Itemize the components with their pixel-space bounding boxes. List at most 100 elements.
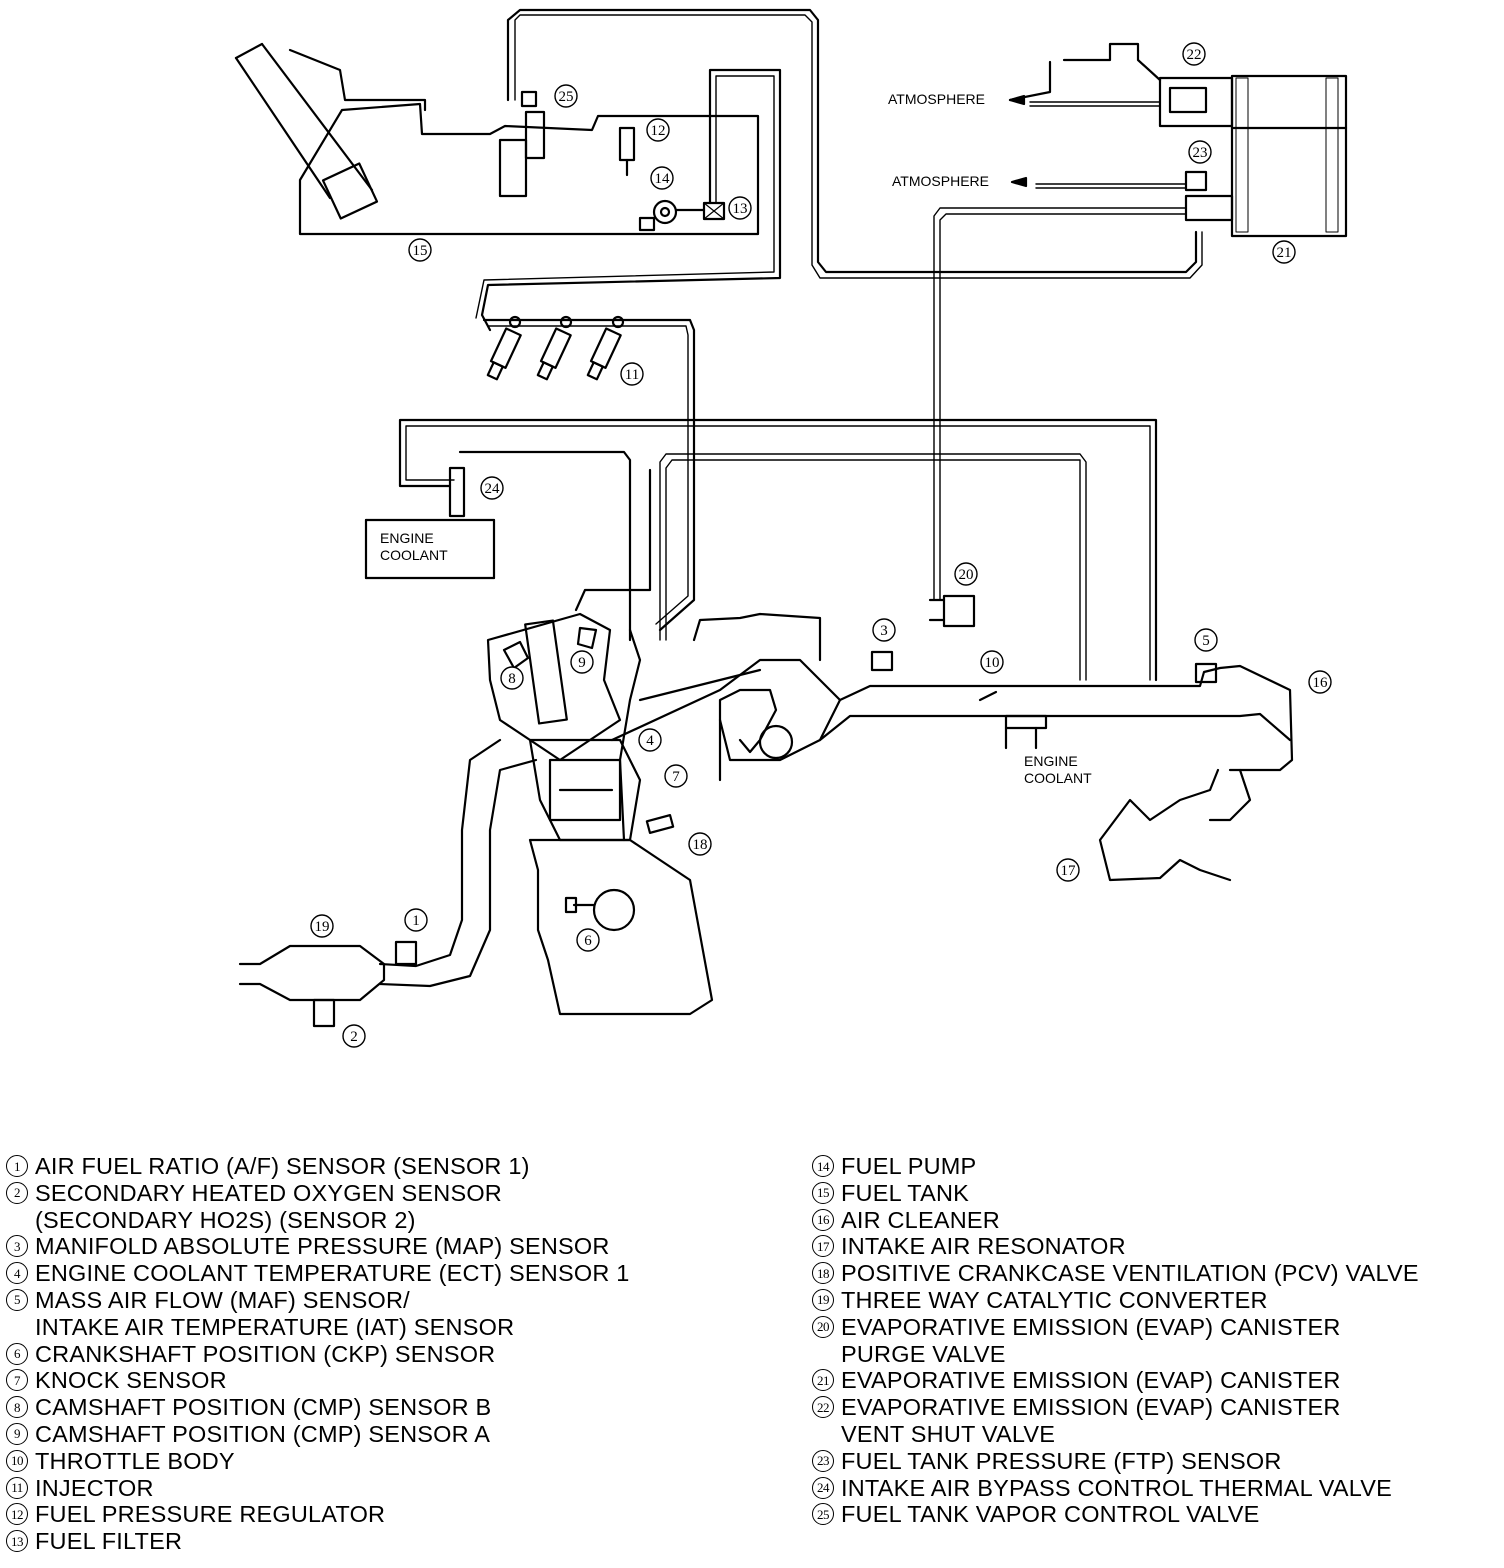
coolant-right-line2: COOLANT [1024,770,1092,786]
intake-duct [818,650,1294,882]
legend-item-text: MASS AIR FLOW (MAF) SENSOR/ [35,1286,410,1313]
callout-number: 14 [655,171,671,187]
legend-item-text: INTAKE AIR RESONATOR [841,1233,1126,1260]
callout-number: 5 [1202,633,1210,649]
evap-canister [933,42,1348,601]
legend-item-text: CRANKSHAFT POSITION (CKP) SENSOR [35,1340,496,1367]
legend-item-6: 6 CRANKSHAFT POSITION (CKP) SENSOR [6,1341,806,1368]
legend-item-text: AIR FUEL RATIO (A/F) SENSOR (SENSOR 1) [35,1153,530,1179]
callout-number: 3 [880,623,888,639]
callout-number: 21 [1277,245,1292,261]
engine-block [486,612,714,1016]
callout-number: 17 [1061,863,1077,879]
callout-11: 11 [620,362,644,386]
legend-item-text: FUEL FILTER [35,1528,183,1555]
callout-number: 24 [485,481,501,497]
legend-item-text: PURGE VALVE [841,1340,1006,1367]
legend-item-text: POSITIVE CRANKCASE VENTILATION (PCV) VAL… [841,1260,1419,1287]
bypass-lines [398,418,1158,682]
legend-item-18: 18 POSITIVE CRANKCASE VENTILATION (PCV) V… [812,1260,1502,1287]
callout-24: 24 [480,476,504,500]
legend-item-text: EVAPORATIVE EMISSION (EVAP) CANISTER [841,1313,1341,1340]
legend-item-text: ENGINE COOLANT TEMPERATURE (ECT) SENSOR … [35,1260,630,1287]
callout-circle [954,562,978,586]
legend-number-marker: 21 [812,1369,834,1392]
legend-number-marker: 5 [6,1288,28,1311]
callout-22: 22 [1182,42,1206,66]
callout-1: 1 [404,908,428,932]
legend-number-marker: 15 [812,1181,834,1204]
legend-number-marker: 9 [6,1422,28,1445]
callout-19: 19 [310,914,334,938]
callout-circle [688,832,712,856]
purge-valve [942,594,976,628]
callout-number: 2 [350,1029,358,1045]
exhaust [238,738,538,1028]
callout-25: 25 [554,84,578,108]
callout-number: 10 [985,655,1000,671]
callout-circle [1182,42,1206,66]
intake-manifold [610,612,842,842]
callout-circle [342,1024,366,1048]
callout-circle [1056,858,1080,882]
callout-23: 23 [1188,140,1212,164]
callout-number: 18 [693,837,708,853]
callout-number: 15 [413,243,428,259]
callout-number: 9 [578,655,586,671]
callout-5: 5 [1194,628,1218,652]
callout-number: 25 [559,89,574,105]
callout-6: 6 [576,928,600,952]
callout-circle [650,166,674,190]
callout-number: 23 [1193,145,1208,161]
legend-item-text: MANIFOLD ABSOLUTE PRESSURE (MAP) SENSOR [35,1233,610,1260]
callout-17: 17 [1056,858,1080,882]
callout-10: 10 [980,650,1004,674]
legend-item-text: KNOCK SENSOR [35,1367,227,1394]
callout-7: 7 [664,764,688,788]
callout-number: 6 [584,933,592,949]
legend-number-marker: 20 [812,1315,834,1338]
callout-circle [1308,670,1332,694]
legend-number-marker: 22 [812,1396,834,1419]
legend-item-21: 21 EVAPORATIVE EMISSION (EVAP) CANISTER [812,1367,1502,1394]
coolant-left-line2: COOLANT [380,547,448,563]
legend-item-text: INTAKE AIR BYPASS CONTROL THERMAL VALVE [841,1474,1393,1501]
legend-item-text: FUEL TANK [841,1179,970,1206]
callout-circle [664,764,688,788]
legend-item-text: SECONDARY HEATED OXYGEN SENSOR [35,1179,502,1206]
atmosphere-label-top: ATMOSPHERE [888,91,985,107]
callout-circle [646,118,670,142]
callout-number: 22 [1187,47,1202,63]
callout-number: 4 [646,733,654,749]
callout-circle [570,650,594,674]
legend-number-marker: 8 [6,1396,28,1419]
legend-item-text: EVAPORATIVE EMISSION (EVAP) CANISTER [841,1367,1341,1394]
callout-21: 21 [1272,240,1296,264]
legend-number-marker: 18 [812,1262,834,1285]
legend-number-marker: 6 [6,1342,28,1365]
callout-15: 15 [408,238,432,262]
callout-number: 12 [651,123,666,139]
legend-item-text: EVAPORATIVE EMISSION (EVAP) CANISTER [841,1394,1341,1421]
legend-item-text: AIR CLEANER [841,1206,1000,1233]
fuel-tank [234,8,1203,332]
legend-number-marker: 19 [812,1288,834,1311]
legend-number-marker: 16 [812,1208,834,1231]
callout-circle [480,476,504,500]
thermal-valve [364,466,496,580]
callout-number: 7 [672,769,680,785]
callout-number: 8 [508,671,516,687]
callout-14: 14 [650,166,674,190]
atmosphere-label-mid: ATMOSPHERE [892,173,989,189]
callout-16: 16 [1308,670,1332,694]
callout-circle [638,728,662,752]
legend-item-text: THROTTLE BODY [35,1447,235,1474]
